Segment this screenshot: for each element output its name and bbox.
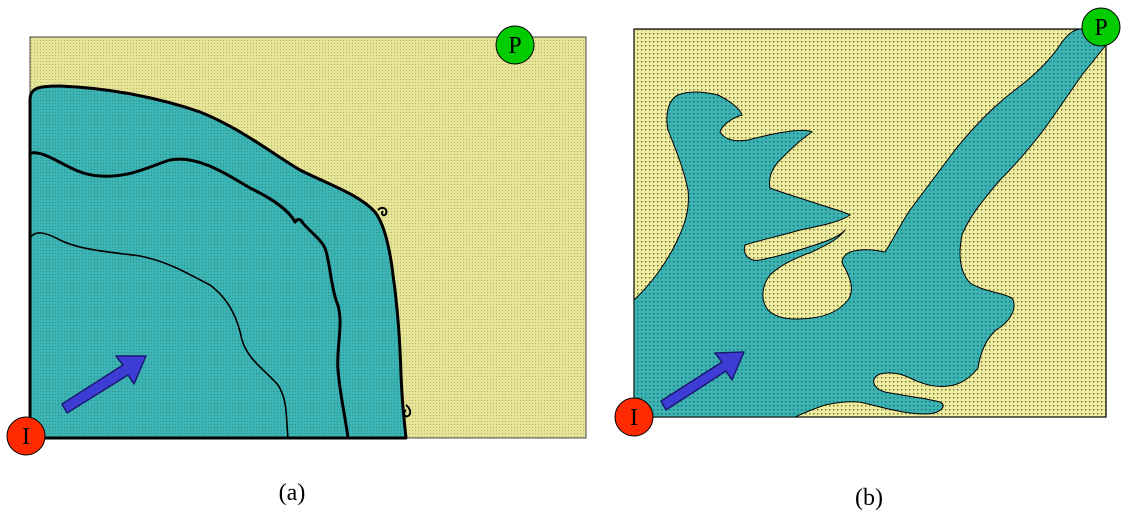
green-well-circle [495, 25, 535, 65]
injector-label-b: I [630, 405, 638, 431]
panel-b: P I (b) [614, 7, 1121, 511]
flood-front-inner [29, 232, 289, 439]
flood-front-middle [29, 151, 350, 439]
producer-label-a: P [508, 33, 521, 59]
caption-a: (a) [279, 480, 306, 506]
red-well-circle [6, 416, 46, 456]
green-well-circle [1081, 7, 1121, 47]
producer-label-b: P [1094, 15, 1107, 41]
flooded-region [633, 28, 1107, 418]
panel-a: P I (a) [6, 25, 587, 506]
producer-well-b: P [1081, 7, 1121, 47]
blue-arrow-icon [660, 351, 745, 411]
caption-b: (b) [855, 485, 883, 511]
producer-well-a: P [495, 25, 535, 65]
red-well-circle [614, 397, 654, 437]
injector-well-a: I [6, 416, 46, 456]
injector-well-b: I [614, 397, 654, 437]
injector-label-a: I [22, 424, 30, 450]
front-wiggle [403, 404, 412, 418]
blue-arrow-icon [61, 355, 147, 414]
front-curl [377, 206, 388, 217]
